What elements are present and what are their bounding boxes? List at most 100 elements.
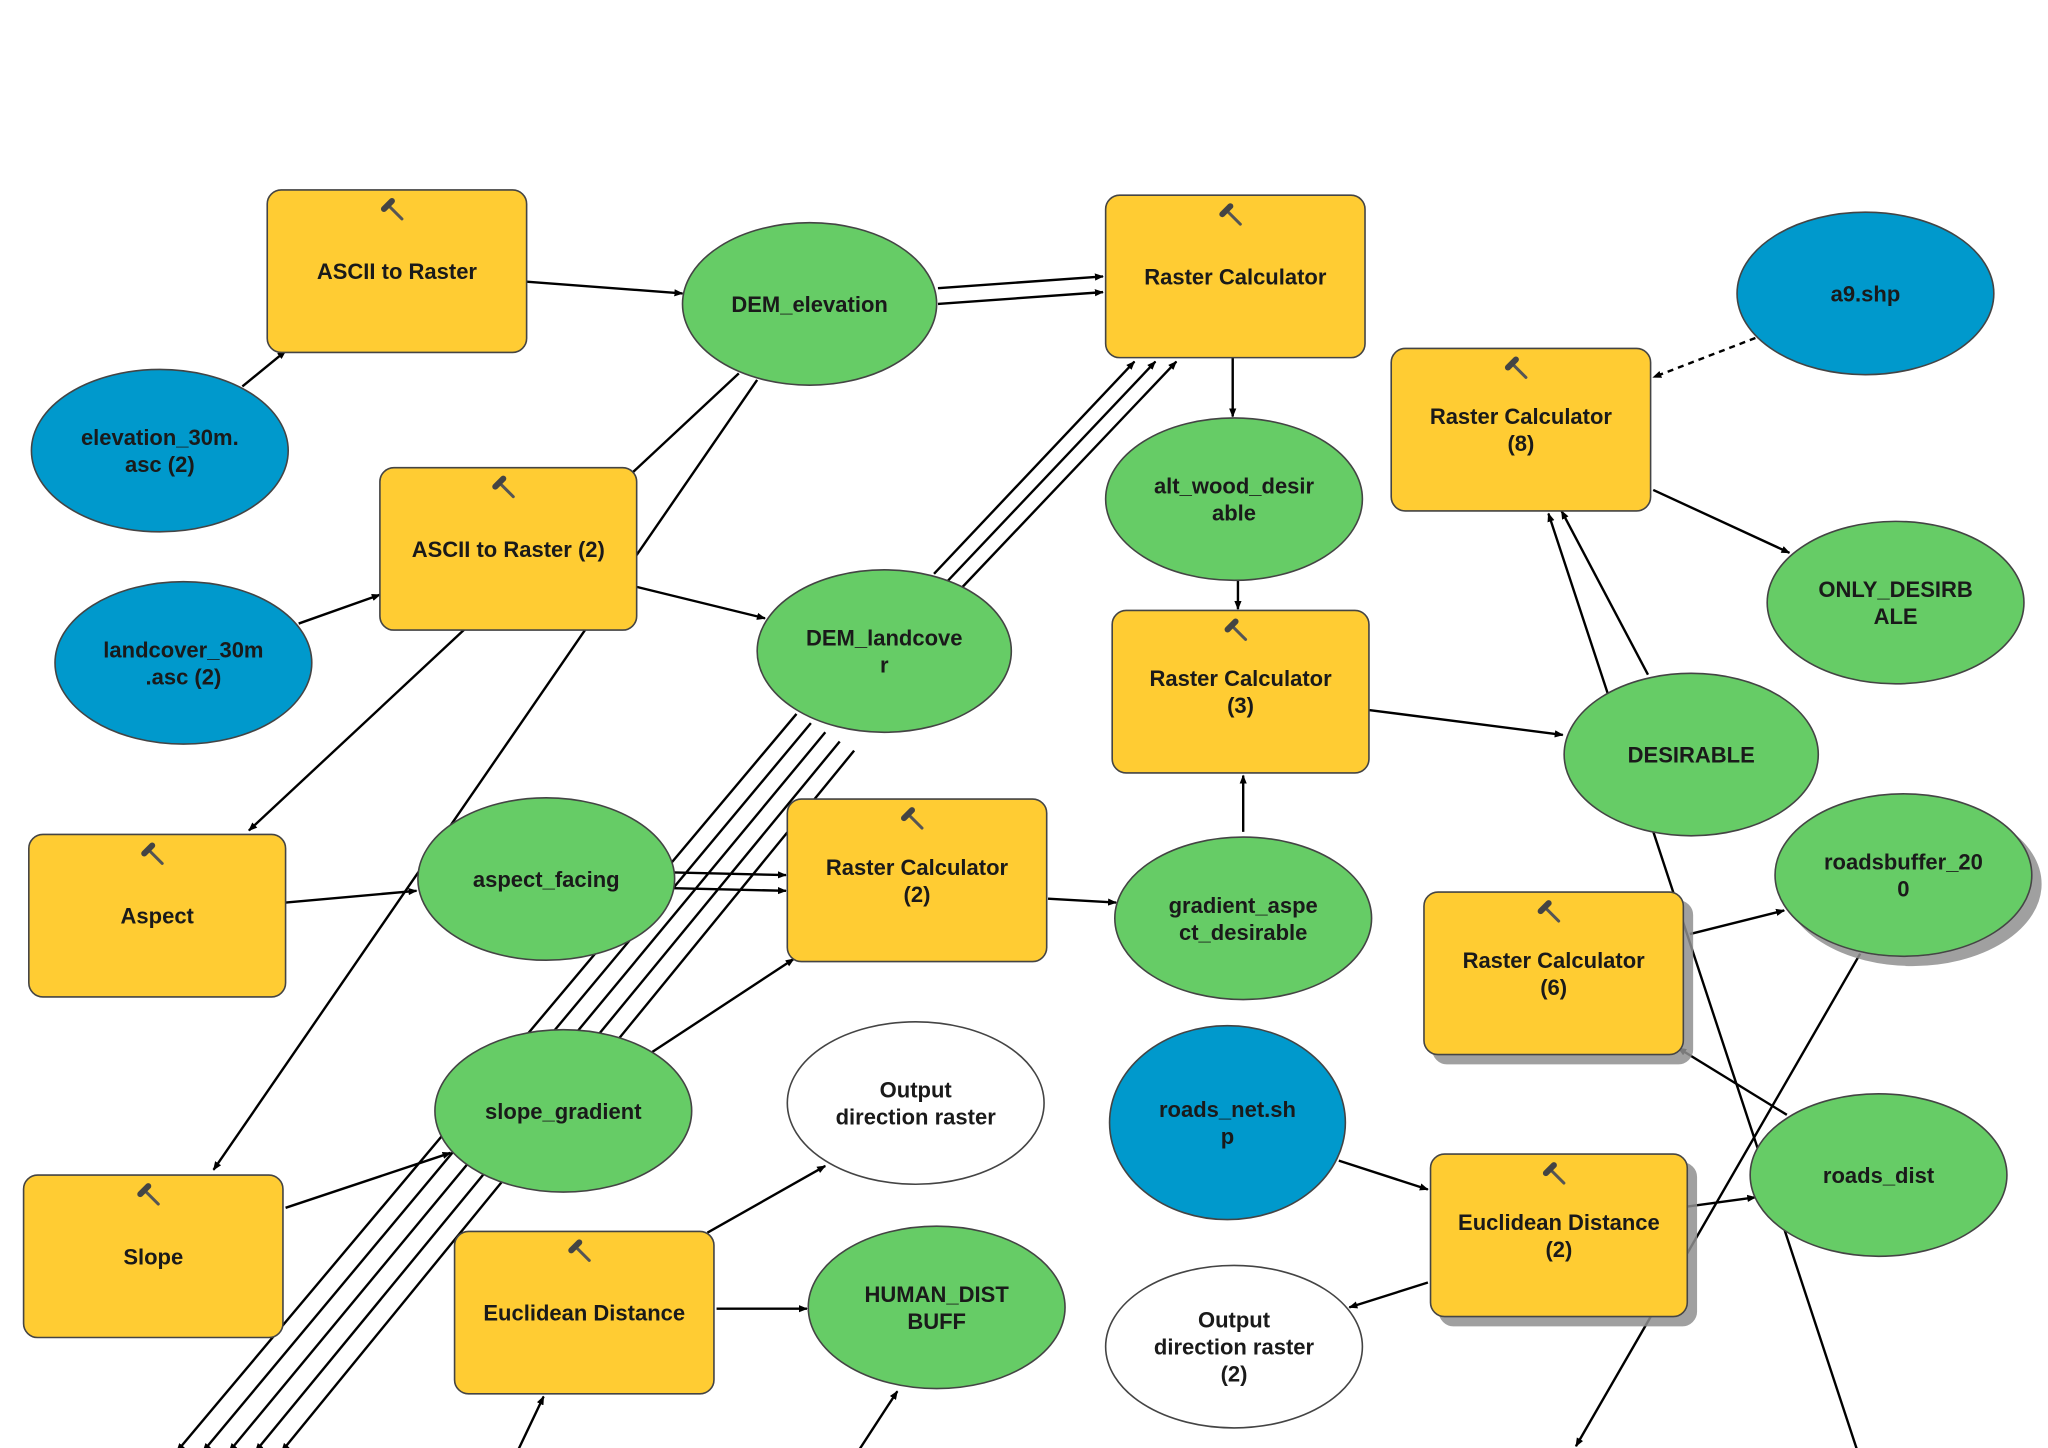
node-euclidean-distance[interactable]: Euclidean Distance xyxy=(453,1230,715,1395)
tool-box[interactable] xyxy=(1423,891,1685,1056)
data-ellipse[interactable] xyxy=(54,580,313,745)
connector-arrow xyxy=(1689,908,1786,936)
node-slope[interactable]: Slope xyxy=(22,1174,284,1339)
node-dem-landcover[interactable]: DEM_landcover xyxy=(756,569,1013,734)
node-label: ASCII to Raster (2) xyxy=(412,537,605,562)
data-ellipse[interactable] xyxy=(807,1225,1066,1390)
connector-arrow xyxy=(636,585,766,620)
data-ellipse[interactable] xyxy=(30,368,290,533)
node-label: (8) xyxy=(1507,431,1534,456)
node-gradient-aspect-desirable[interactable]: gradient_aspect_desirable xyxy=(1114,836,1373,1001)
data-ellipse[interactable] xyxy=(417,796,676,962)
node-label: Raster Calculator xyxy=(1430,404,1613,429)
data-ellipse[interactable] xyxy=(1563,672,1820,837)
tool-box[interactable] xyxy=(379,466,638,631)
node-ascii-to-raster[interactable]: ASCII to Raster xyxy=(266,189,528,354)
node-desirable[interactable]: DESIRABLE xyxy=(1563,672,1820,837)
node-raster-calculator[interactable]: Raster Calculator xyxy=(1104,194,1366,359)
connector-arrow xyxy=(1574,953,1862,1448)
node-label: Aspect xyxy=(121,904,195,929)
tool-box[interactable] xyxy=(266,189,528,354)
dashed-connector-arrow xyxy=(1652,336,1756,379)
node-label: gradient_aspe xyxy=(1169,893,1318,918)
node-landcover-30m[interactable]: landcover_30m.asc (2) xyxy=(54,580,313,745)
node-label: roads_net.sh xyxy=(1159,1097,1296,1122)
connector-arrow xyxy=(944,360,1157,584)
connector-arrow xyxy=(1047,897,1118,906)
node-roadsbuffer-200[interactable]: roadsbuffer_200 xyxy=(1774,793,2033,958)
node-label: Slope xyxy=(123,1244,183,1269)
data-ellipse[interactable] xyxy=(1736,211,1995,376)
data-ellipse[interactable] xyxy=(786,1021,1045,1186)
node-label: Euclidean Distance xyxy=(483,1301,685,1326)
connector-arrow xyxy=(1560,510,1650,676)
data-ellipse[interactable] xyxy=(756,569,1013,734)
connector-arrow xyxy=(241,350,287,388)
node-label: ONLY_DESIRB xyxy=(1818,577,1972,602)
node-raster-calculator-3[interactable]: Raster Calculator(3) xyxy=(1111,609,1370,774)
data-ellipse[interactable] xyxy=(1108,1024,1347,1221)
node-aspect-facing[interactable]: aspect_facing xyxy=(417,796,676,962)
node-raster-calculator-8[interactable]: Raster Calculator(8) xyxy=(1390,347,1652,512)
node-raster-calculator-2[interactable]: Raster Calculator(2) xyxy=(786,798,1048,963)
tool-box[interactable] xyxy=(28,833,287,998)
data-ellipse[interactable] xyxy=(681,221,938,386)
tool-box[interactable] xyxy=(1390,347,1652,512)
tool-box[interactable] xyxy=(1111,609,1370,774)
node-label: (6) xyxy=(1540,975,1567,1000)
node-label: direction raster xyxy=(1154,1335,1315,1360)
connector-arrow xyxy=(1348,1281,1429,1309)
data-ellipse[interactable] xyxy=(1766,520,2025,685)
connector-arrow xyxy=(706,1164,827,1234)
node-dem-elevation[interactable]: DEM_elevation xyxy=(681,221,938,386)
connector-arrow xyxy=(1547,512,1858,1448)
connector-arrow xyxy=(212,379,759,1171)
tool-box[interactable] xyxy=(1104,194,1366,359)
connector-arrow xyxy=(1368,708,1564,738)
node-label: DESIRABLE xyxy=(1628,743,1755,768)
tool-box[interactable] xyxy=(786,798,1048,963)
connector-arrow xyxy=(937,289,1104,306)
node-roads-net[interactable]: roads_net.shp xyxy=(1108,1024,1347,1221)
tool-box[interactable] xyxy=(1429,1153,1689,1318)
node-alt-wood-desirable[interactable]: alt_wood_desirable xyxy=(1104,417,1364,582)
node-label: alt_wood_desir xyxy=(1154,474,1315,499)
connector-arrow xyxy=(933,360,1136,575)
node-roads-dist[interactable]: roads_dist xyxy=(1749,1093,2008,1258)
node-raster-calculator-6[interactable]: Raster Calculator(6) xyxy=(1423,891,1685,1056)
node-aspect[interactable]: Aspect xyxy=(28,833,287,998)
node-label: 0 xyxy=(1897,877,1909,902)
node-ascii-to-raster-2[interactable]: ASCII to Raster (2) xyxy=(379,466,638,631)
node-label: p xyxy=(1221,1124,1234,1149)
tool-box[interactable] xyxy=(453,1230,715,1395)
data-ellipse[interactable] xyxy=(1104,1264,1364,1429)
data-ellipse[interactable] xyxy=(1114,836,1373,1001)
data-ellipse[interactable] xyxy=(1749,1093,2008,1258)
tool-box[interactable] xyxy=(22,1174,284,1339)
node-label: DEM_elevation xyxy=(731,292,888,317)
node-label: ASCII to Raster xyxy=(317,259,478,284)
connector-arrow xyxy=(285,887,418,904)
connector-arrow xyxy=(937,273,1104,290)
node-a9-shp[interactable]: a9.shp xyxy=(1736,211,1995,376)
data-ellipse[interactable] xyxy=(1104,417,1364,582)
connector-arrow xyxy=(517,1395,545,1448)
node-slope-gradient[interactable]: slope_gradient xyxy=(434,1028,693,1193)
node-label: elevation_30m. xyxy=(81,425,239,450)
node-label: slope_gradient xyxy=(485,1099,642,1124)
node-label: ct_desirable xyxy=(1179,920,1307,945)
data-ellipse[interactable] xyxy=(1774,793,2033,958)
connector-arrow xyxy=(1652,488,1791,554)
node-label: Raster Calculator xyxy=(1149,666,1332,691)
node-euclidean-distance-2[interactable]: Euclidean Distance(2) xyxy=(1429,1153,1689,1318)
node-label: HUMAN_DIST xyxy=(865,1282,1010,1307)
node-label: aspect_facing xyxy=(473,867,620,892)
data-ellipse[interactable] xyxy=(434,1028,693,1193)
node-elevation-30m[interactable]: elevation_30m.asc (2) xyxy=(30,368,290,533)
